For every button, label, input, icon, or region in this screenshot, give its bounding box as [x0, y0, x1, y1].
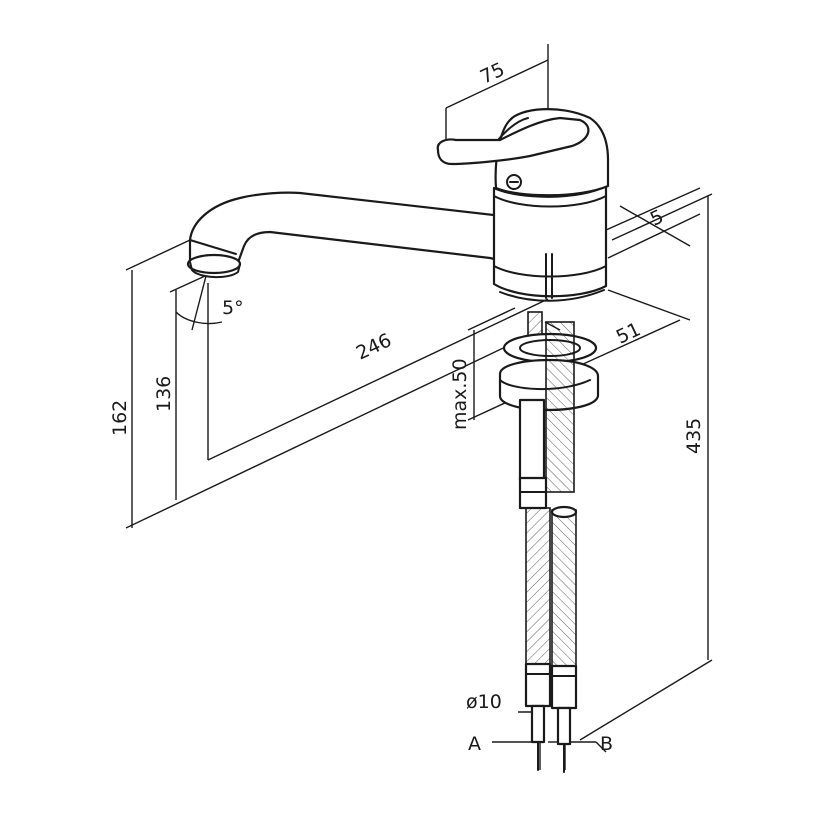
angle-arc — [175, 311, 223, 325]
faucet-body — [186, 108, 610, 773]
aerator — [186, 253, 242, 275]
dimension-lines — [125, 44, 713, 770]
dim-base-depth: 51 — [613, 318, 644, 348]
dim-total-height: 435 — [683, 418, 705, 454]
hose-right — [551, 509, 577, 667]
hose-left — [525, 507, 551, 665]
dim-spout-reach: 246 — [353, 329, 395, 364]
dim-height-spout: 162 — [109, 400, 131, 436]
connection-b-label: B — [600, 733, 613, 755]
lever-handle — [436, 116, 590, 166]
dim-lever-width: 75 — [477, 58, 508, 88]
temperature-indicator — [506, 174, 522, 190]
hose-right-upper — [545, 321, 575, 493]
mixer-body — [492, 184, 608, 298]
dim-base-offset: 5 — [647, 205, 667, 230]
connection-a-label: A — [468, 733, 481, 755]
spout — [188, 191, 548, 270]
dim-spout-angle: 5° — [222, 297, 244, 319]
dim-height-outlet: 136 — [153, 376, 175, 412]
dim-hose-diameter: ø10 — [466, 691, 502, 713]
dim-deck-thickness: max.50 — [449, 358, 471, 430]
labels: 75 246 5° 136 162 max.50 435 51 5 ø10 A … — [109, 58, 705, 755]
